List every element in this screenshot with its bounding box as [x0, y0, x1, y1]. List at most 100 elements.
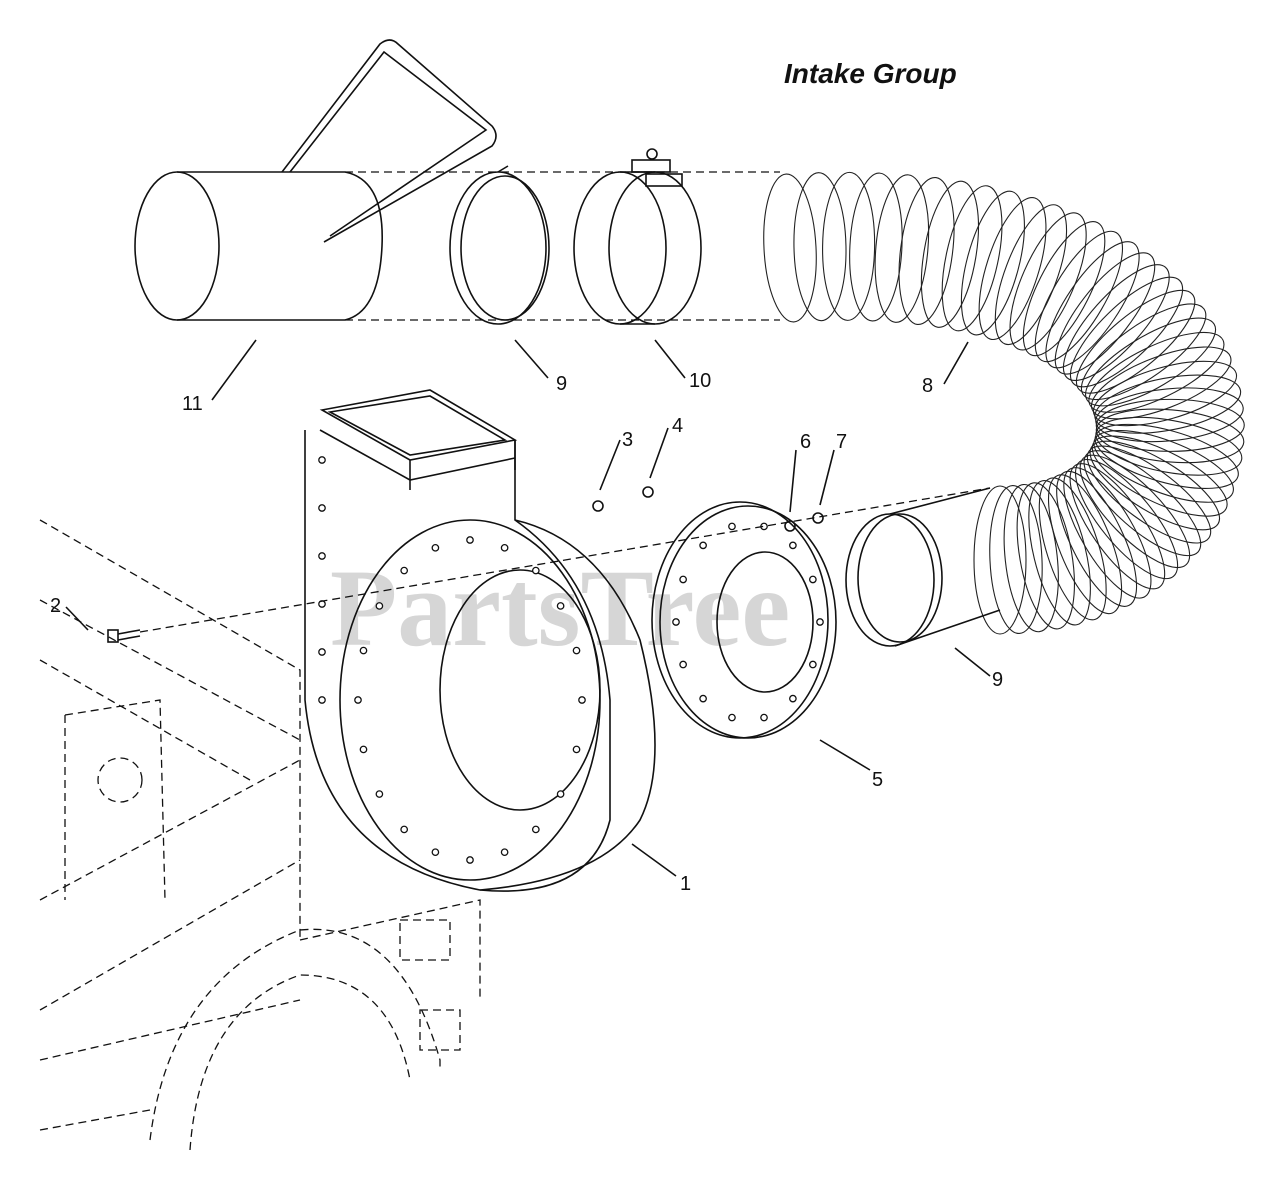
callout-9-lower: 9: [992, 669, 1003, 691]
flange-hole: [679, 575, 687, 584]
flange-hole: [789, 541, 797, 550]
part-9-clamp-ring-lower: [845, 487, 1001, 647]
callout-7: 7: [836, 431, 847, 453]
flange-hole: [699, 541, 707, 550]
flange-hole: [672, 618, 680, 626]
part-11-rigid-tube: [134, 39, 497, 321]
part-2-bolt: [107, 629, 141, 643]
part-1-blower-housing: [304, 389, 656, 892]
part-8-flex-hose: [763, 171, 1245, 635]
housing-hole: [572, 745, 581, 754]
callout-2: 2: [50, 595, 61, 617]
housing-hole: [578, 696, 586, 704]
hose-coil: [941, 185, 1003, 332]
hose-coil: [1016, 482, 1075, 630]
hose-coil: [1095, 398, 1245, 452]
housing-hole: [354, 696, 362, 704]
part-4-nut: [642, 486, 654, 498]
housing-hole: [318, 504, 326, 512]
hose-coil: [1022, 221, 1106, 357]
housing-hole: [572, 646, 581, 655]
housing-hole: [466, 856, 474, 864]
hose-coil: [849, 172, 903, 322]
hose-coil: [960, 190, 1025, 336]
hose-coil: [1080, 303, 1207, 401]
part-9-clamp-ring-upper: [449, 165, 550, 325]
hose-coil: [1083, 450, 1202, 557]
housing-hole: [318, 552, 326, 560]
hose-coil: [1038, 477, 1107, 621]
hose-coil: [1095, 416, 1243, 476]
callout-4: 4: [672, 415, 683, 437]
hose-coil: [1092, 360, 1238, 427]
hose-coil: [763, 173, 817, 323]
flange-hole: [760, 713, 768, 722]
hose-coil: [1069, 463, 1166, 590]
hose-coil: [1085, 317, 1217, 407]
callout-8: 8: [922, 375, 933, 397]
hose-coil: [920, 180, 979, 328]
flange-hole: [699, 694, 707, 703]
hose-coil: [1091, 435, 1228, 517]
housing-hole: [400, 825, 409, 834]
hose-coil: [978, 197, 1047, 341]
hose-coil: [1074, 458, 1179, 580]
hose-coil: [1088, 331, 1225, 413]
callout-6: 6: [800, 431, 811, 453]
housing-hole: [359, 745, 368, 754]
callout-3: 3: [622, 429, 633, 451]
housing-hole: [359, 646, 368, 655]
callout-9-upper: 9: [556, 373, 567, 395]
housing-hole: [531, 825, 540, 834]
hose-coil: [989, 485, 1043, 635]
hose-coil: [1094, 374, 1242, 434]
hose-coil: [1075, 289, 1196, 394]
housing-hole: [318, 648, 326, 656]
housing-hole: [400, 566, 409, 575]
hose-coil: [793, 172, 847, 322]
flange-hole: [809, 660, 817, 669]
hose-coil: [1034, 230, 1124, 363]
part-5-flange-plate: [651, 501, 837, 739]
hose-coil: [1079, 454, 1191, 569]
flange-hole: [789, 694, 797, 703]
hose-coil: [1069, 276, 1184, 388]
flange-hole: [728, 522, 736, 531]
callout-10: 10: [689, 370, 711, 392]
hose-coil: [1090, 346, 1232, 420]
callout-leaders: [65, 339, 991, 877]
hose-coil: [1054, 252, 1156, 375]
part-7-nut: [812, 512, 824, 524]
hose-coil: [1089, 440, 1221, 531]
hose-coil: [1003, 483, 1059, 633]
hose-coil: [898, 176, 955, 326]
housing-hole: [431, 848, 440, 857]
hose-coil: [1093, 429, 1234, 503]
hose-coil: [1095, 387, 1244, 443]
hose-coil: [822, 171, 876, 321]
flange-hole: [816, 618, 824, 626]
housing-hole: [466, 536, 474, 544]
hose-coil: [973, 485, 1027, 635]
hose-coil: [1095, 408, 1245, 464]
hose-coil: [1047, 474, 1123, 615]
housing-hole: [318, 456, 326, 464]
hose-coil: [1086, 445, 1212, 544]
hose-coil: [1056, 470, 1138, 607]
callout-1: 1: [680, 873, 691, 895]
flange-hole: [809, 575, 817, 584]
hose-coil: [994, 204, 1068, 346]
part-6-washer: [784, 520, 796, 532]
part-3-washer: [592, 500, 604, 512]
housing-hole: [431, 543, 440, 552]
hose-coil: [1045, 241, 1140, 369]
callout-5: 5: [872, 769, 883, 791]
housing-hole: [375, 602, 384, 610]
housing-hole: [556, 790, 565, 798]
hose-coil: [1094, 423, 1239, 490]
hose-coil: [874, 174, 930, 323]
hose-coil: [1028, 480, 1091, 626]
part-10-band-clamp: [573, 148, 702, 325]
housing-hole: [375, 790, 384, 798]
